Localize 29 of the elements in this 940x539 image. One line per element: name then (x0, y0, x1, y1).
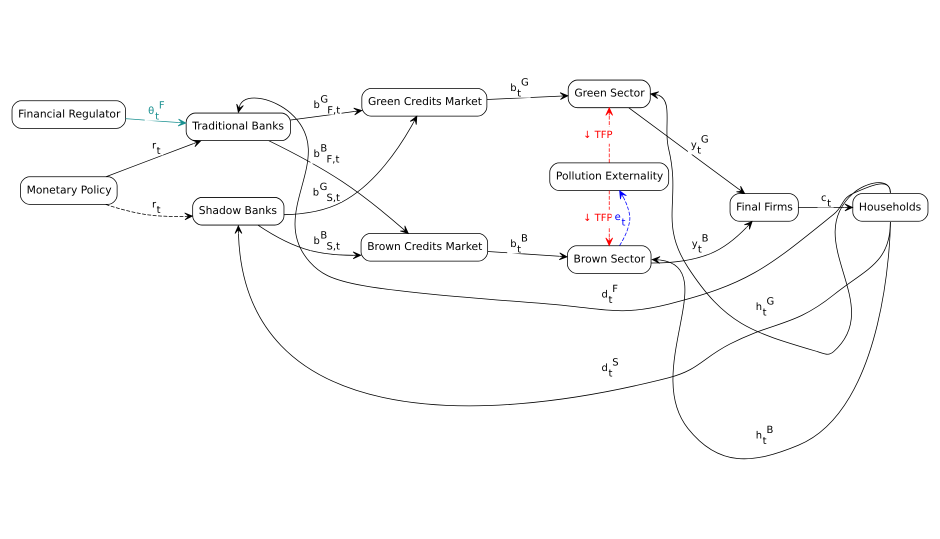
arrow (628, 107, 746, 194)
arrow (487, 251, 568, 260)
arrow (268, 140, 409, 234)
arrow (290, 108, 362, 120)
arrow (106, 140, 202, 178)
node-box: Brown Sector (567, 245, 652, 274)
node-box: Households (852, 193, 928, 222)
node-box: Monetary Policy (20, 176, 118, 205)
arrow (619, 190, 630, 246)
arrow (258, 224, 362, 260)
arrow (284, 116, 418, 216)
arrow (486, 92, 568, 100)
node-box: Financial Regulator (12, 100, 126, 129)
node-box: Pollution Externality (549, 162, 670, 191)
node-box: Traditional Banks (186, 112, 291, 142)
arrow (650, 221, 753, 264)
node-box: Green Sector (568, 80, 651, 108)
node-box: Shadow Banks (192, 197, 284, 226)
arrow (652, 222, 891, 460)
arrow (650, 91, 891, 355)
edge-label: ↓ TFP (583, 130, 613, 141)
arrow (798, 204, 853, 212)
edge-label: ↓ TFP (583, 212, 613, 224)
arrow (105, 204, 193, 220)
node-box: Brown Credits Market (360, 233, 488, 262)
node-box: Green Credits Market (361, 88, 488, 116)
arrow (125, 118, 186, 126)
arrow (234, 222, 891, 406)
node-box: Final Firms (730, 193, 799, 222)
